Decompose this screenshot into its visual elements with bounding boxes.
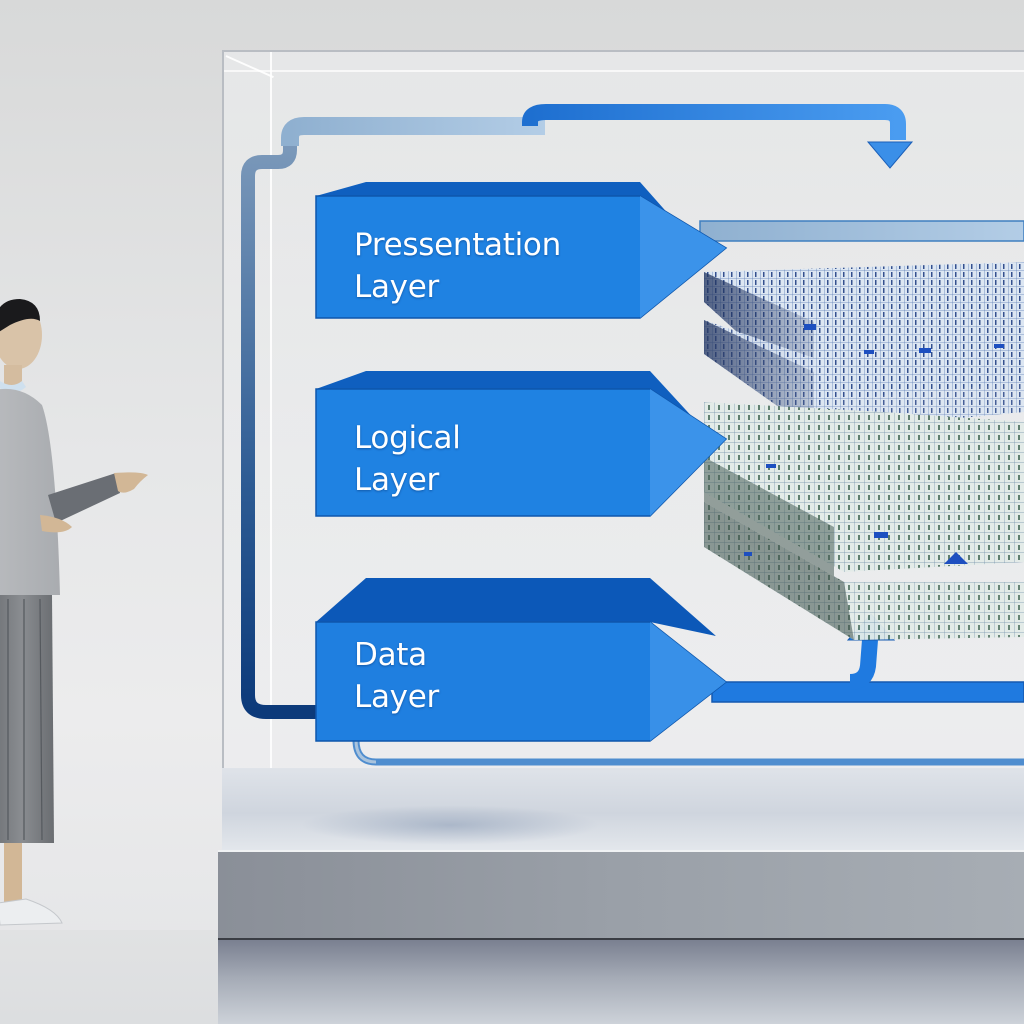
layer-label-line2: Layer (354, 269, 439, 305)
hair (0, 299, 40, 332)
data-grid-visualization (704, 262, 1024, 640)
shoe (0, 898, 63, 926)
pedestal-front (218, 850, 1024, 940)
layer-label-line1: Pressentation (354, 227, 561, 263)
layer-label-line2: Layer (354, 679, 439, 715)
data-slab-3 (704, 402, 1024, 587)
pedestal-top (222, 768, 1024, 850)
sweater (0, 388, 60, 595)
layer-label-line1: Data (354, 637, 427, 673)
layer-label-line1: Logical (354, 420, 461, 456)
glass-top-edge (224, 70, 1024, 72)
data-layer-label: Data Layer (354, 634, 439, 718)
data-slab-4 (704, 502, 1024, 640)
layer-label-line2: Layer (354, 462, 439, 498)
floor (0, 930, 218, 1024)
data-slab-2 (704, 320, 1024, 432)
presentation-layer-label: Pressentation Layer (354, 224, 561, 308)
presentation-layer-block: Pressentation Layer (315, 182, 728, 330)
data-layer-block: Data Layer (315, 578, 728, 742)
logical-layer-block: Logical Layer (315, 371, 728, 523)
floor-reflection (218, 940, 1024, 1024)
pointing-arm (48, 473, 120, 523)
pedestal-shadow (300, 805, 600, 845)
glass-edge-highlight (270, 52, 272, 772)
presenter-figure (0, 299, 148, 926)
logical-layer-label: Logical Layer (354, 417, 461, 501)
